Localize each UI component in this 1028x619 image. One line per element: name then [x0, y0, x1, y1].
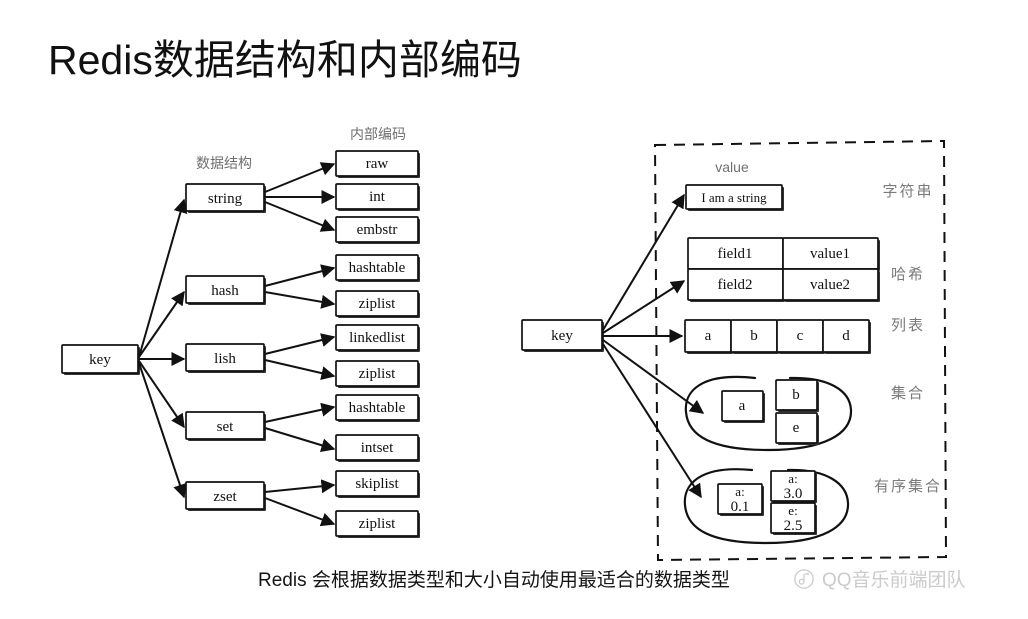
- structure-box-hash: hash: [185, 275, 266, 305]
- hash-table: field1 value1 field2 value2: [687, 237, 880, 302]
- header-data-structure: 数据结构: [196, 155, 252, 171]
- svg-text:c: c: [797, 328, 804, 344]
- svg-text:field1: field1: [718, 246, 753, 262]
- list-boxes: a b c d: [684, 319, 871, 354]
- svg-text:I am a string: I am a string: [701, 190, 767, 205]
- structure-box-lish: lish: [185, 343, 266, 373]
- svg-text:zset: zset: [213, 489, 237, 505]
- svg-text:b: b: [750, 328, 758, 344]
- zset-group: a: 0.1 a: 3.0 e: 2.5: [683, 468, 850, 545]
- svg-text:linkedlist: linkedlist: [349, 330, 406, 346]
- right-key-box: key: [521, 319, 604, 352]
- qq-music-note-icon: [794, 568, 814, 589]
- structure-box-string: string: [185, 183, 266, 213]
- svg-text:intset: intset: [361, 440, 394, 456]
- type-label-zset: 有序集合: [874, 478, 942, 495]
- encoding-box-hashtable-2: hashtable: [335, 394, 420, 422]
- encoding-box-ziplist-3: ziplist: [335, 510, 420, 538]
- svg-text:ziplist: ziplist: [359, 516, 396, 532]
- slide-caption: Redis 会根据数据类型和大小自动使用最适合的数据类型: [258, 570, 730, 591]
- encoding-box-intset: intset: [335, 434, 420, 462]
- svg-text:0.1: 0.1: [731, 499, 750, 515]
- structure-box-zset: zset: [185, 481, 266, 511]
- type-label-string: 字符串: [882, 183, 933, 200]
- svg-text:d: d: [842, 328, 850, 344]
- svg-text:ziplist: ziplist: [359, 366, 396, 382]
- value-region-dashed-border: [653, 139, 948, 562]
- svg-text:value2: value2: [810, 277, 850, 293]
- svg-text:a:: a:: [788, 471, 797, 486]
- page-title: Redis数据结构和内部编码: [48, 37, 522, 83]
- encoding-box-linkedlist: linkedlist: [335, 324, 420, 352]
- svg-text:string: string: [208, 191, 243, 207]
- svg-text:hash: hash: [211, 283, 239, 299]
- watermark: QQ音乐前端团队: [793, 565, 966, 592]
- encoding-box-ziplist-1: ziplist: [335, 290, 420, 318]
- encoding-box-skiplist: skiplist: [335, 470, 420, 498]
- encoding-box-ziplist-2: ziplist: [335, 360, 420, 388]
- encoding-box-embstr: embstr: [335, 216, 420, 244]
- svg-text:int: int: [369, 189, 386, 205]
- structure-box-set: set: [185, 411, 266, 441]
- svg-text:3.0: 3.0: [784, 486, 803, 502]
- svg-text:a:: a:: [735, 484, 744, 499]
- type-label-hash: 哈希: [891, 266, 925, 283]
- watermark-label: QQ音乐前端团队: [822, 570, 966, 591]
- svg-text:key: key: [551, 328, 573, 344]
- encoding-box-raw: raw: [335, 150, 420, 178]
- value-header: value: [715, 159, 749, 175]
- string-value-box: I am a string: [685, 184, 784, 211]
- svg-text:skiplist: skiplist: [355, 476, 399, 492]
- left-key-box: key: [61, 344, 140, 375]
- svg-text:ziplist: ziplist: [359, 296, 396, 312]
- svg-text:a: a: [705, 328, 712, 344]
- svg-text:hashtable: hashtable: [349, 260, 406, 276]
- encoding-box-int: int: [335, 183, 420, 211]
- header-internal-encoding: 内部编码: [350, 126, 406, 142]
- set-group: a b e: [684, 375, 853, 452]
- svg-text:lish: lish: [214, 351, 236, 367]
- svg-text:e:: e:: [788, 503, 797, 518]
- svg-text:b: b: [792, 387, 800, 403]
- svg-text:set: set: [217, 419, 234, 435]
- svg-text:raw: raw: [366, 156, 389, 172]
- type-label-list: 列表: [891, 317, 925, 334]
- svg-text:key: key: [89, 352, 111, 368]
- svg-text:a: a: [739, 398, 746, 414]
- svg-text:e: e: [793, 420, 800, 436]
- encoding-box-hashtable-1: hashtable: [335, 254, 420, 282]
- svg-text:hashtable: hashtable: [349, 400, 406, 416]
- svg-text:field2: field2: [718, 277, 753, 293]
- type-label-set: 集合: [891, 385, 925, 402]
- svg-text:2.5: 2.5: [784, 518, 803, 534]
- svg-text:embstr: embstr: [357, 222, 398, 238]
- svg-text:value1: value1: [810, 246, 850, 262]
